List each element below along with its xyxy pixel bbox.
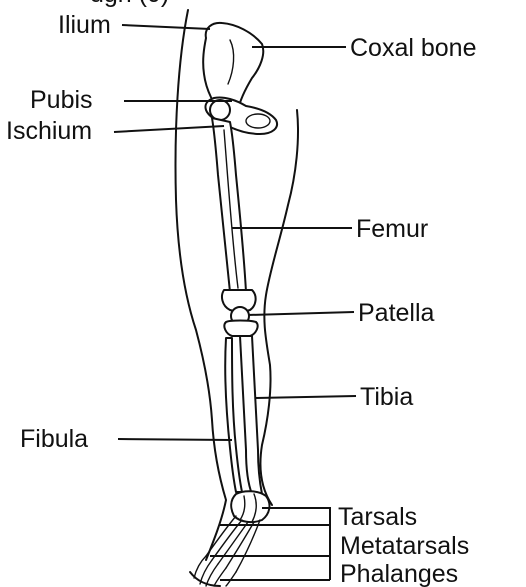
label-tibia: Tibia [256, 383, 413, 411]
label-fibula: Fibula [20, 425, 232, 453]
label-metatarsals-text: Metatarsals [340, 532, 469, 560]
label-patella-text: Patella [358, 299, 435, 327]
lower-leg-bones [225, 336, 262, 494]
label-tarsals: Tarsals [338, 503, 417, 531]
label-pubis: Pubis [30, 86, 232, 114]
phalanx-1 [194, 556, 206, 578]
foot-drawing [190, 491, 269, 586]
cropped-caption-text: — ugh (0) [58, 0, 169, 8]
tibia-plateau [224, 321, 257, 337]
label-phalanges-text: Phalanges [340, 560, 458, 587]
label-ischium-text: Ischium [6, 117, 92, 145]
foot-label-bracket [210, 508, 330, 580]
leg-outline-right [260, 110, 298, 505]
leader-fibula [118, 439, 232, 440]
label-ilium-text: Ilium [58, 11, 111, 39]
label-metatarsals: Metatarsals [340, 532, 469, 560]
label-tarsals-text: Tarsals [338, 503, 417, 531]
leader-ischium [114, 126, 224, 132]
knee-drawing [222, 290, 258, 336]
label-pubis-text: Pubis [30, 86, 93, 114]
label-femur-text: Femur [356, 215, 428, 243]
leader-tibia [256, 396, 356, 398]
bracket-tarsals [262, 508, 330, 525]
label-fibula-text: Fibula [20, 425, 88, 453]
label-tibia-text: Tibia [360, 383, 413, 411]
fibula-shape [225, 338, 242, 492]
femoral-head [210, 100, 230, 120]
tarsals-shape [231, 491, 269, 522]
label-femur: Femur [232, 215, 428, 243]
phalanx-4 [214, 568, 226, 586]
femur-shaft [212, 118, 246, 292]
label-coxal-bone: Coxal bone [252, 34, 476, 62]
label-phalanges: Phalanges [340, 560, 458, 587]
tibia-shape [240, 336, 262, 494]
label-patella: Patella [248, 299, 435, 327]
leader-ilium [122, 25, 210, 29]
label-ischium: Ischium [6, 117, 224, 145]
label-coxal-bone-text: Coxal bone [350, 34, 476, 62]
phalanx-2 [200, 560, 212, 584]
